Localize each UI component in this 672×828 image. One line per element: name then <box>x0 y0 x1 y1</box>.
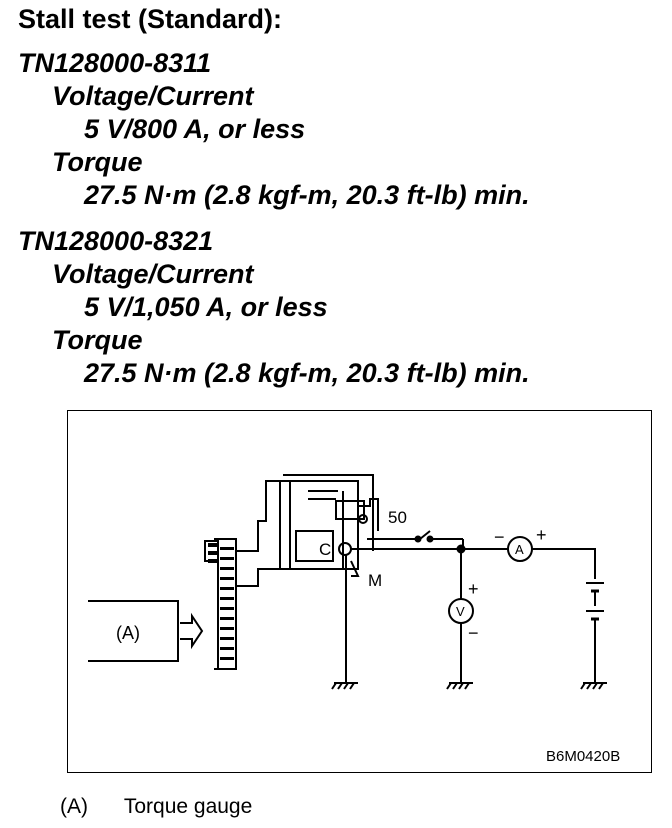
model-1-voltage-label: Voltage/Current <box>52 81 254 111</box>
title: Stall test (Standard): <box>18 4 283 34</box>
model-1-voltage-value: 5 V/800 A, or less <box>84 114 306 144</box>
ring-gear <box>217 538 237 670</box>
starter-switch <box>419 530 431 540</box>
voltmeter-plus: + <box>468 579 479 599</box>
battery-icon <box>586 582 604 683</box>
model-2-voltage-value: 5 V/1,050 A, or less <box>84 292 328 322</box>
terminal-c <box>338 542 352 556</box>
voltmeter-minus: − <box>468 623 479 643</box>
model-2-voltage-label: Voltage/Current <box>52 259 254 289</box>
caption-key: (A) <box>60 795 88 818</box>
gear-teeth <box>208 543 234 660</box>
caption-text: Torque gauge <box>123 795 253 818</box>
model-1-torque-label: Torque <box>52 147 143 177</box>
gauge-label: (A) <box>116 623 140 643</box>
model-1-part-no: TN128000-8311 <box>18 48 212 78</box>
terminal-m-label: M <box>368 571 382 590</box>
torque-gauge-box <box>88 600 179 662</box>
ammeter-minus: − <box>494 527 505 547</box>
voltmeter-label: V <box>456 604 465 619</box>
ground-icon-battery <box>580 682 607 690</box>
terminal-50-label: 50 <box>388 508 407 527</box>
figure-code: B6M0420B <box>546 748 620 765</box>
stall-test-diagram: (A) 50 C M V A + − − + B6M0420B <box>67 410 652 773</box>
ground-icon-voltmeter <box>446 682 473 690</box>
ammeter-label: A <box>515 542 524 557</box>
ground-icon-motor <box>331 682 358 690</box>
wiring-schematic: (A) 50 C M V A + − − + B6M0420B <box>88 474 620 765</box>
gauge-arrow-icon <box>180 612 204 650</box>
model-2-part-no: TN128000-8321 <box>18 226 214 256</box>
model-1-torque-value: 27.5 N·m (2.8 kgf-m, 20.3 ft-lb) min. <box>84 180 530 210</box>
ammeter-plus: + <box>536 525 547 545</box>
model-2-torque-label: Torque <box>52 325 143 355</box>
model-2-torque-value: 27.5 N·m (2.8 kgf-m, 20.3 ft-lb) min. <box>84 358 530 388</box>
caption: (A) Torque gauge <box>60 796 252 817</box>
terminal-c-label: C <box>319 540 331 559</box>
starter-motor <box>204 474 379 587</box>
